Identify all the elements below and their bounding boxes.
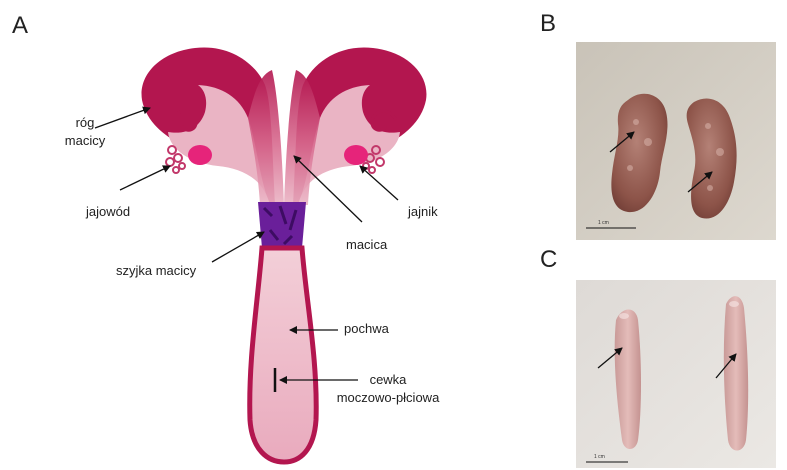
vagina xyxy=(250,248,316,462)
label-rog-line1: róg xyxy=(50,114,120,132)
arrow-jajnik xyxy=(360,166,398,200)
label-szyjka-macicy: szyjka macicy xyxy=(116,262,196,280)
left-ovary xyxy=(188,145,212,165)
label-cewka-line1: cewka xyxy=(325,371,451,389)
label-cewka-line2: moczowo-płciowa xyxy=(325,389,451,407)
label-cewka: cewka moczowo-płciowa xyxy=(325,371,451,407)
label-rog-macicy: róg macicy xyxy=(50,114,120,150)
right-ovary xyxy=(344,145,368,165)
scale-label-c: 1 cm xyxy=(594,454,605,460)
photo-b: 1 cm xyxy=(576,42,776,240)
label-jajnik: jajnik xyxy=(408,203,438,221)
label-macica: macica xyxy=(346,236,387,254)
specimen-c-right xyxy=(724,296,748,450)
arrow-jajowod xyxy=(120,166,170,190)
label-rog-line2: macicy xyxy=(50,132,120,150)
photo-c: 1 cm xyxy=(576,280,776,468)
label-jajowod: jajowód xyxy=(86,203,130,221)
label-pochwa: pochwa xyxy=(344,320,389,338)
scale-label-b: 1 cm xyxy=(598,220,609,226)
arrow-szyjka xyxy=(212,232,264,262)
